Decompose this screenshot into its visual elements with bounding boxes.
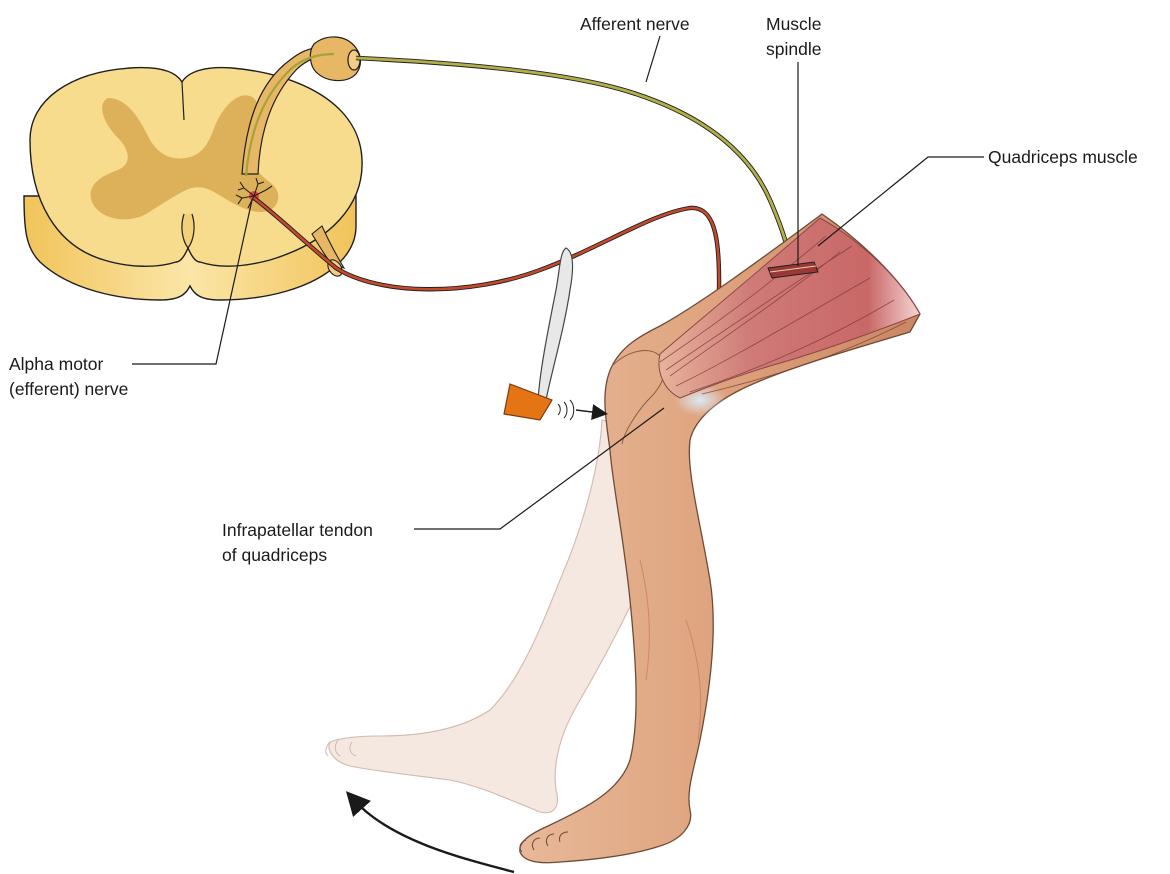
label-alpha-motor-2: (efferent) nerve	[9, 379, 128, 399]
label-alpha-motor-1: Alpha motor	[9, 354, 104, 374]
tap-vibration	[558, 400, 574, 420]
kick-motion-arrow	[354, 800, 514, 872]
label-afferent-nerve: Afferent nerve	[580, 14, 690, 34]
tap-arrow	[576, 410, 600, 413]
leader-afferent-nerve	[646, 36, 660, 82]
label-infrapatellar-2: of quadriceps	[222, 545, 327, 565]
label-muscle-spindle-2: spindle	[766, 39, 821, 59]
spinal-cord-section	[24, 68, 362, 300]
label-quadriceps-muscle: Quadriceps muscle	[988, 147, 1138, 167]
afferent-nerve-fiber	[356, 58, 792, 270]
label-muscle-spindle-1: Muscle	[766, 14, 821, 34]
reflex-hammer	[504, 248, 600, 420]
label-infrapatellar-1: Infrapatellar tendon	[222, 520, 373, 540]
